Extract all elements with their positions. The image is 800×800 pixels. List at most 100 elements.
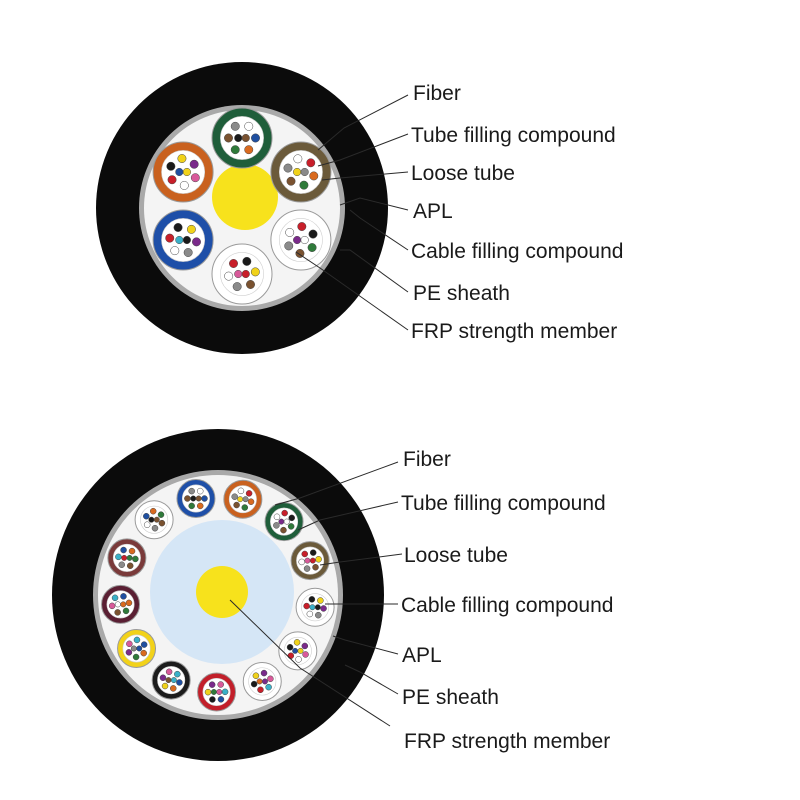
fiber (251, 133, 260, 143)
fiber (128, 547, 136, 555)
label-apl: APL (413, 200, 453, 223)
loose-tube (197, 672, 237, 712)
fiber (292, 647, 299, 654)
fiber (132, 653, 140, 661)
fiber (201, 495, 208, 502)
fiber (125, 649, 133, 656)
fiber (192, 237, 201, 247)
fiber (111, 594, 119, 602)
cable-diagram-bottom: Fiber Tube filling compound Loose tube C… (52, 429, 613, 761)
fiber (126, 554, 133, 561)
fiber (293, 639, 301, 646)
label-pe-sheath: PE sheath (402, 686, 499, 709)
loose-tubes (101, 479, 335, 712)
fiber (315, 611, 322, 619)
fiber (252, 672, 260, 679)
fiber (153, 516, 160, 523)
fiber (188, 487, 195, 495)
fiber (320, 605, 327, 612)
fiber (241, 133, 250, 143)
label-pe-sheath: PE sheath (413, 282, 510, 305)
callout-leaders (295, 94, 409, 331)
fiber (257, 686, 264, 694)
fiber (308, 229, 318, 239)
fiber (283, 163, 293, 173)
fiber (115, 553, 122, 561)
fiber (309, 171, 319, 181)
fiber (216, 689, 223, 695)
loose-tube (152, 209, 214, 271)
fiber (161, 682, 169, 690)
fiber (186, 224, 196, 234)
fiber (288, 514, 295, 522)
fiber (314, 604, 321, 611)
callout-labels: Fiber Tube filling compound Loose tube C… (401, 448, 613, 753)
fiber (303, 602, 310, 610)
loose-tube (270, 209, 332, 271)
loose-tube (151, 660, 191, 700)
fiber (165, 233, 175, 243)
fiber (189, 159, 199, 169)
fiber (231, 493, 238, 500)
loose-tube (290, 541, 330, 581)
fiber (190, 173, 200, 183)
label-cable-filling-compound: Cable filling compound (401, 594, 613, 617)
fiber (302, 651, 309, 658)
loose-tube (264, 502, 304, 542)
fiber (125, 599, 133, 607)
fiber (173, 223, 183, 232)
fiber (126, 562, 134, 570)
label-tube-filling-compound: Tube filling compound (411, 124, 616, 147)
fiber (175, 167, 184, 177)
fiber (204, 688, 212, 696)
fiber (300, 167, 309, 177)
fiber (165, 677, 172, 684)
fiber (298, 558, 305, 566)
fiber (247, 498, 255, 505)
fiber (143, 521, 151, 528)
fiber (273, 522, 280, 529)
fiber (301, 550, 309, 558)
label-fiber: Fiber (413, 82, 461, 105)
fiber (217, 696, 225, 703)
fiber (217, 681, 224, 688)
fiber (306, 158, 316, 168)
fiber (133, 636, 141, 644)
fiber (284, 241, 294, 251)
loose-tube (152, 141, 214, 203)
fiber (196, 487, 204, 495)
fiber (283, 518, 290, 525)
fiber (250, 680, 258, 688)
fiber (300, 235, 309, 245)
fiber (210, 689, 217, 695)
fiber (293, 235, 302, 245)
fiber (118, 561, 125, 568)
fiber (287, 523, 295, 530)
fiber (190, 495, 197, 502)
fiber (309, 549, 317, 556)
fiber (165, 668, 173, 676)
fiber (130, 645, 137, 652)
fiber (244, 121, 254, 131)
fiber (285, 228, 295, 237)
label-cable-filling-compound: Cable filling compound (411, 240, 623, 263)
fiber (177, 154, 187, 164)
fiber (182, 235, 191, 245)
fiber (167, 175, 177, 185)
fiber (287, 652, 295, 660)
fiber (174, 670, 181, 678)
fiber (295, 656, 302, 663)
fiber (183, 248, 193, 257)
loose-tube (211, 243, 273, 305)
loose-tube (134, 500, 174, 540)
fiber (232, 282, 242, 292)
fiber (246, 280, 255, 289)
fiber (179, 180, 189, 190)
fiber (308, 596, 316, 603)
fiber (237, 496, 244, 503)
fiber (224, 271, 234, 281)
fiber (182, 167, 191, 177)
callout-leaders (229, 461, 403, 727)
label-loose-tube: Loose tube (411, 162, 515, 185)
loose-tube (223, 479, 263, 519)
